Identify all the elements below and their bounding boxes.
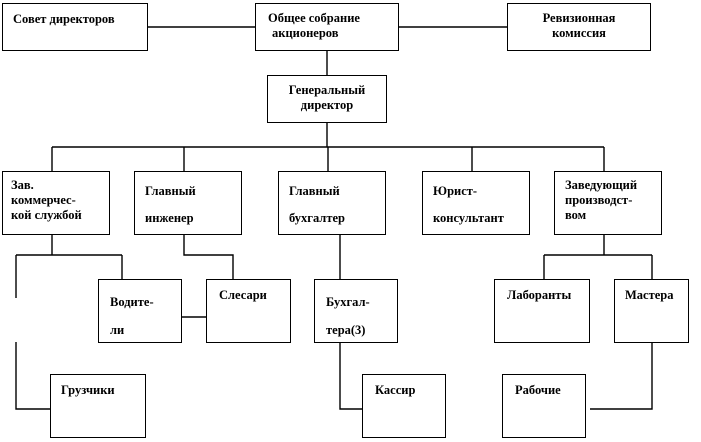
audit-commission-box: Ревизионная комиссия — [507, 3, 651, 51]
box-label-line: производст- — [565, 193, 633, 207]
box-label-line: коммерчес- — [11, 193, 76, 207]
connector-loaders — [15, 342, 50, 410]
box-label-line: Юрист- — [433, 184, 478, 198]
box-label-line: Мастера — [625, 288, 674, 302]
box-label-line: директор — [300, 98, 354, 112]
box-label-line: Грузчики — [61, 383, 115, 397]
general-director-box: Генеральный директор — [267, 75, 387, 123]
box-label-line: акционеров — [272, 26, 339, 40]
box-label-line: Слесари — [219, 288, 267, 302]
accountants-box: Бухгал- тера(3) — [314, 279, 398, 343]
box-label-line: Генеральный — [288, 83, 366, 97]
connector-cashier — [339, 343, 362, 410]
box-label-line: Главный — [145, 184, 196, 198]
chief-engineer-box: Главный инженер — [134, 171, 242, 235]
box-label-line: Заведующий — [565, 178, 638, 192]
box-label-line: тера(3) — [326, 323, 366, 337]
box-label-line: Лаборанты — [507, 288, 572, 302]
box-label-line: комиссия — [552, 26, 606, 40]
masters-box: Мастера — [614, 279, 689, 343]
box-label-line: Кассир — [375, 383, 416, 397]
box-label-line: Рабочие — [515, 383, 561, 397]
shareholders-meeting-box: Общее собрание акционеров — [255, 3, 399, 51]
box-label-line: Главный — [289, 184, 340, 198]
connector-engineer-fitters — [183, 235, 234, 279]
box-label-line: ли — [110, 323, 125, 337]
commercial-head-box: Зав. коммерчес- кой службой — [2, 171, 110, 235]
box-label-line: Совет директоров — [13, 12, 115, 26]
box-label-line: кой службой — [11, 208, 82, 222]
box-label-line: бухгалтер — [289, 211, 345, 225]
box-label-line: консультант — [433, 211, 504, 225]
chief-accountant-box: Главный бухгалтер — [278, 171, 386, 235]
board-of-directors-box: Совет директоров — [2, 3, 148, 51]
cashier-box: Кассир — [362, 374, 446, 438]
box-label-line: Бухгал- — [326, 295, 370, 309]
legal-advisor-box: Юрист- консультант — [422, 171, 530, 235]
fitters-box: Слесари — [206, 279, 291, 343]
drivers-box: Водите- ли — [98, 279, 182, 343]
workers-box: Рабочие — [502, 374, 586, 438]
box-label-line: Зав. — [11, 178, 34, 192]
box-label-line: инженер — [145, 211, 194, 225]
production-head-box: Заведующий производст- вом — [554, 171, 662, 235]
connector-workers — [590, 343, 653, 410]
box-label-line: Ревизионная — [542, 11, 616, 25]
box-label-line: Общее собрание — [268, 11, 360, 25]
lab-assistants-box: Лаборанты — [494, 279, 590, 343]
box-label-line: вом — [565, 208, 587, 222]
box-label-line: Водите- — [110, 295, 154, 309]
loaders-box: Грузчики — [50, 374, 146, 438]
